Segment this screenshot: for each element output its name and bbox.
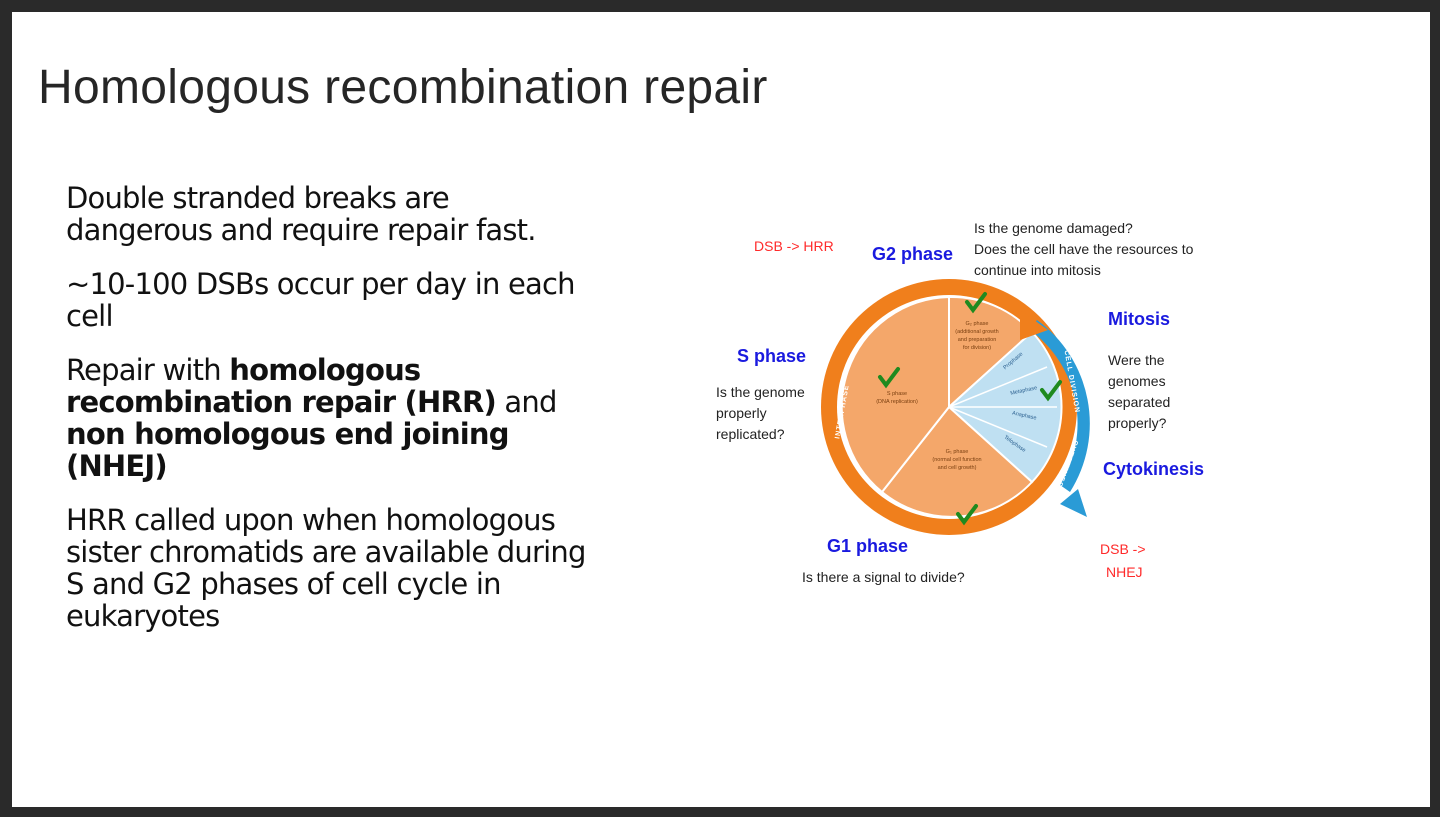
- bullet-text: and: [495, 385, 557, 419]
- cytokinesis-label: Cytokinesis: [1103, 459, 1204, 479]
- g2-question: continue into mitosis: [974, 262, 1101, 278]
- g2-inner-label: (additional growth: [955, 329, 998, 335]
- mitosis-divider: [948, 406, 1048, 448]
- s-question: properly: [716, 405, 767, 421]
- bullet-3: Repair with homologous recombination rep…: [66, 354, 586, 482]
- checkmark-icon: [956, 504, 978, 526]
- g2-inner-label: and preparation: [958, 337, 997, 343]
- bullet-text: HRR called upon when homologous sister c…: [66, 503, 586, 633]
- dsb-nhej-label: NHEJ: [1106, 564, 1143, 580]
- metaphase-label: Metaphase: [1010, 385, 1038, 397]
- bullet-text: Repair with: [66, 353, 230, 387]
- checkmark-icon: [1040, 380, 1062, 402]
- g1-inner-label: G₁ phase: [946, 449, 969, 455]
- g2-inner-label: for division): [963, 345, 991, 351]
- interphase-arrow-head: [1020, 310, 1048, 340]
- mitosis-question: genomes: [1108, 373, 1166, 389]
- g1-inner-label: (normal cell function: [932, 457, 981, 463]
- checkmark-icon: [878, 367, 900, 389]
- dsb-hrr-label: DSB -> HRR: [754, 238, 834, 254]
- anaphase-label: Anaphase: [1011, 411, 1036, 422]
- g1-phase-label: G1 phase: [827, 536, 908, 556]
- bullet-text: ~10-100 DSBs occur per day in each cell: [66, 267, 576, 333]
- mitosis-divider: [948, 366, 1048, 408]
- s-question: Is the genome: [716, 384, 805, 400]
- g2-phase-label: G2 phase: [872, 244, 953, 264]
- slide-title: Homologous recombination repair: [38, 61, 768, 114]
- mitosis-question: separated: [1108, 394, 1170, 410]
- s-question: replicated?: [716, 426, 785, 442]
- checkmark-icon: [965, 292, 987, 314]
- bullet-text: Double stranded breaks are dangerous and…: [66, 181, 536, 247]
- bullet-1: Double stranded breaks are dangerous and…: [66, 182, 586, 246]
- division-ring: [1030, 320, 1090, 492]
- slide: Homologous recombination repair Double s…: [12, 12, 1430, 807]
- mitosis-label: Mitosis: [1108, 309, 1170, 329]
- s-phase-label: S phase: [737, 346, 806, 366]
- cell-cycle-diagram: INTERPHASE CELL DIVISION CYTOKINESIS G₂ …: [692, 202, 1272, 602]
- s-inner-label: S phase: [887, 391, 907, 397]
- bullet-list: Double stranded breaks are dangerous and…: [66, 182, 586, 654]
- division-arrow-head: [1060, 489, 1087, 517]
- mitosis-question: Were the: [1108, 352, 1165, 368]
- g2-inner-label: G₂ phase: [966, 321, 989, 327]
- bullet-4: HRR called upon when homologous sister c…: [66, 504, 586, 632]
- g2-question: Does the cell have the resources to: [974, 241, 1194, 257]
- s-sector: [840, 295, 950, 494]
- s-inner-label: (DNA replication): [876, 399, 918, 405]
- g1-question: Is there a signal to divide?: [802, 569, 965, 585]
- bullet-2: ~10-100 DSBs occur per day in each cell: [66, 268, 586, 332]
- dsb-nhej-label: DSB ->: [1100, 541, 1146, 557]
- bullet-bold-hrr: homologous recombination repair (HRR): [66, 353, 497, 419]
- cell-cycle-svg: INTERPHASE CELL DIVISION CYTOKINESIS G₂ …: [716, 220, 1204, 585]
- g2-question: Is the genome damaged?: [974, 220, 1133, 236]
- mitosis-question: properly?: [1108, 415, 1167, 431]
- bullet-bold-nhej: non homologous end joining (NHEJ): [66, 417, 510, 483]
- g1-inner-label: and cell growth): [938, 465, 977, 471]
